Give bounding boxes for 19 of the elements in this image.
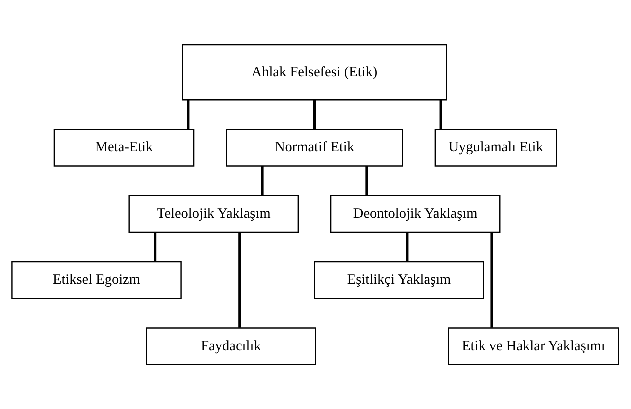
node-box: Deontolojik Yaklaşım <box>330 194 501 233</box>
node-box: Etik ve Haklar Yaklaşımı <box>448 327 620 366</box>
node-box: Eşitlikçi Yaklaşım <box>314 260 484 299</box>
node-box: Uygulamalı Etik <box>434 128 558 166</box>
node-box: Faydacılık <box>146 327 316 366</box>
connector <box>238 232 242 328</box>
node-box: Ahlak Felsefesi (Etik) <box>182 44 448 100</box>
connector <box>490 232 494 328</box>
node-box: Normatif Etik <box>226 128 404 166</box>
node-box: Etiksel Egoizm <box>12 260 182 299</box>
connector <box>313 100 316 129</box>
node-box: Teleolojik Yaklaşım <box>128 194 300 233</box>
connector <box>440 100 442 129</box>
node-box: Meta-Etik <box>54 128 195 166</box>
connector <box>406 232 409 262</box>
connector <box>187 100 190 129</box>
connector <box>261 166 264 196</box>
connector <box>366 166 368 196</box>
connector <box>154 232 157 262</box>
